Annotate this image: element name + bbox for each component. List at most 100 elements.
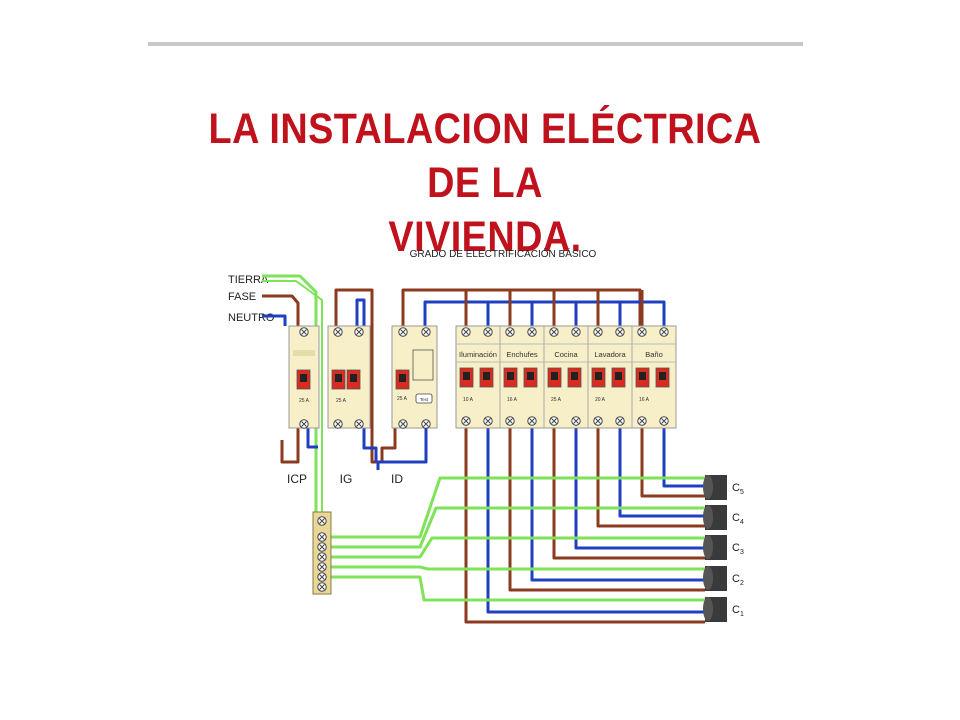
conduit-opening [703,475,713,499]
id-test-label: Test [420,397,429,402]
screw-slot [301,329,307,335]
neutral-supply-wire [262,314,287,326]
screw-slot [573,418,579,424]
pia-rating-1: 10 A [463,397,474,403]
screw-slot [661,329,667,335]
breaker-toggle [463,372,470,380]
device-label-ig: IG [340,472,353,486]
screw-slot [463,418,469,424]
circuit-sub-5: 5 [740,489,744,496]
device-label-id: ID [391,472,403,486]
breaker-toggle [507,372,514,380]
breaker-toggle [300,374,307,382]
screw-slot [595,418,601,424]
pia-rating-4: 20 A [595,397,606,403]
screw-slot [319,534,325,540]
pia-name-1: Iluminación [459,350,497,359]
circuit-ground-2 [322,565,705,571]
circuit-neutral-1 [486,428,705,614]
pia-rating-5: 16 A [639,397,650,403]
breaker-toggle [335,374,342,382]
screw-slot [356,421,362,427]
screw-slot [485,418,491,424]
screw-slot [551,418,557,424]
conduit-opening [703,535,713,559]
screw-slot [529,418,535,424]
label-fase: FASE [228,291,256,303]
screw-slot [335,421,341,427]
screw-slot [423,421,429,427]
screw-slot [617,329,623,335]
ig-rating: 25 A [336,398,347,404]
breaker-toggle [551,372,558,380]
pia-name-3: Cocina [554,350,578,359]
circuit-phase-5 [640,428,705,498]
screw-slot [529,329,535,335]
screw-slot [400,329,406,335]
screw-slot [319,518,325,524]
screw-slot [319,554,325,560]
screw-slot [551,329,557,335]
screw-slot [617,418,623,424]
screw-slot [319,564,325,570]
circuit-neutral-5 [662,428,705,488]
pia-name-5: Baño [645,350,663,359]
circuit-neutral-4 [618,428,705,518]
circuit-phase-3 [552,428,705,560]
circuit-sub-3: 3 [740,549,744,556]
screw-slot [319,584,325,590]
id-rating: 25 A [397,396,408,402]
screw-slot [485,329,491,335]
circuit-label-4: C [732,512,740,524]
screw-slot [573,329,579,335]
breaker-toggle [399,374,406,382]
phase-bus-top [401,288,642,326]
icp-rating: 25 A [299,398,310,404]
pia-rating-2: 16 A [507,397,518,403]
screw-slot [639,329,645,335]
neutral-bus-top [423,300,666,326]
diagram-heading: GRADO DE ELECTRIFICACIÓN BÁSICO [410,247,597,260]
id-test-circuit [412,349,434,381]
circuit-phase-4 [596,428,705,528]
icp-ig-phase-bottom [280,428,300,464]
screw-slot [507,418,513,424]
breaker-toggle [527,372,534,380]
circuit-label-3: C [732,542,740,554]
top-divider-line [148,42,803,46]
breaker-toggle [483,372,490,380]
screw-slot [319,544,325,550]
screw-slot [595,329,601,335]
label-neutro: NEUTRO [228,312,275,324]
screw-slot [639,418,645,424]
circuit-sub-2: 2 [740,580,744,587]
conduit-opening [703,597,713,621]
page-title: LA INSTALACION ELÉCTRICA DE LA VIVIENDA. [190,102,780,264]
circuit-label-1: C [732,604,740,616]
circuit-label-5: C [732,482,740,494]
title-line-2: VIVIENDA. [388,213,582,261]
breaker-toggle [615,372,622,380]
breaker-toggle [659,372,666,380]
pia-rating-3: 25 A [551,397,562,403]
breaker-toggle [350,374,357,382]
screw-slot [507,329,513,335]
id-test-button [415,393,433,404]
circuit-label-2: C [732,573,740,585]
screw-slot [301,421,307,427]
screw-slot [356,329,362,335]
pia-name-2: Enchufes [506,350,538,359]
circuit-phase-2 [508,428,705,592]
circuit-phase-1 [464,428,705,624]
icp-ig-neutral-bottom [306,428,318,449]
screw-slot [423,329,429,335]
screw-slot [400,421,406,427]
title-line-1: LA INSTALACION ELÉCTRICA DE LA [208,105,762,207]
device-label-icp: ICP [287,472,307,486]
circuit-neutral-3 [574,428,705,550]
breaker-toggle [595,372,602,380]
circuit-sub-1: 1 [740,611,744,618]
modules-layer: 25 A 25 A Test 25 A Iluminación 10 A Enchufes 1… [288,325,727,622]
ground-supply-wire-2 [262,280,323,512]
